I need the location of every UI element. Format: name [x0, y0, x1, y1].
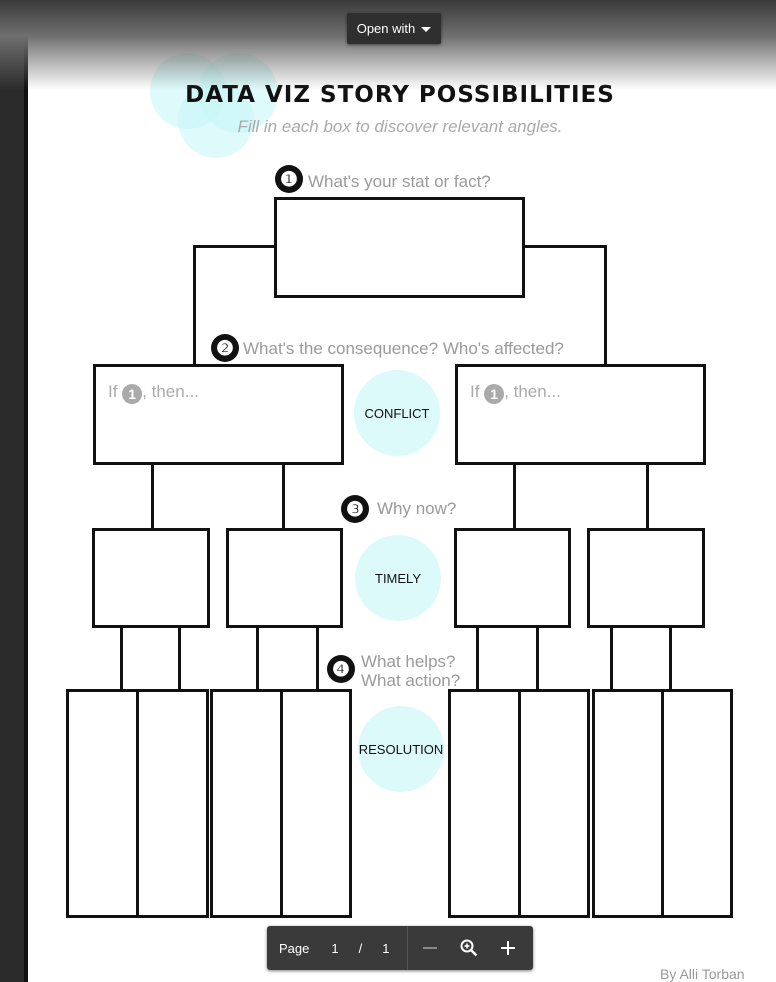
action-box[interactable]	[661, 689, 733, 918]
step-1-prompt: What's your stat or fact?	[308, 172, 491, 191]
action-box[interactable]	[280, 689, 352, 918]
timely-label: TIMELY	[355, 535, 441, 621]
connector	[610, 626, 613, 692]
minus-icon[interactable]	[422, 940, 438, 956]
then-text: , then...	[504, 382, 561, 401]
step-2-prompt: What's the consequence? Who's affected?	[243, 339, 564, 358]
connector	[316, 626, 319, 692]
number-1-icon: 1	[122, 384, 143, 404]
divider	[407, 926, 409, 970]
plus-icon[interactable]	[500, 940, 516, 956]
action-box[interactable]	[136, 689, 209, 918]
connector	[669, 626, 672, 692]
connector	[151, 463, 154, 529]
if-text: If	[470, 382, 480, 401]
total-pages: 1	[382, 940, 390, 956]
step-4-number: ❹	[327, 655, 355, 683]
step-4-prompt-line2: What action?	[361, 671, 461, 690]
why-now-box[interactable]	[226, 528, 343, 628]
current-page-input[interactable]: 1	[331, 940, 339, 956]
step-2-number: ❷	[211, 334, 239, 362]
connector	[178, 626, 181, 692]
action-box[interactable]	[518, 689, 590, 918]
step-4-prompt-line1: What helps?	[361, 652, 456, 671]
page-label: Page	[279, 940, 310, 956]
connector	[513, 463, 516, 529]
action-box[interactable]	[592, 689, 664, 918]
consequence-box-left[interactable]	[93, 364, 344, 465]
chevron-down-icon	[421, 27, 432, 32]
connector	[646, 463, 649, 529]
consequence-box-right[interactable]	[455, 364, 706, 465]
why-now-box[interactable]	[92, 528, 210, 628]
connector	[282, 463, 285, 529]
page-separator: /	[358, 940, 363, 956]
connector	[256, 626, 259, 692]
why-now-box[interactable]	[587, 528, 705, 628]
page-navigation-bar: Page 1 / 1	[267, 926, 533, 970]
if-then-right: If 1, then...	[470, 382, 561, 404]
step-3-number: ❸	[341, 495, 369, 523]
connector	[536, 626, 539, 692]
connector	[476, 626, 479, 692]
number-1-icon: 1	[484, 384, 505, 404]
connector	[120, 626, 123, 692]
action-box[interactable]	[66, 689, 139, 918]
conflict-label: CONFLICT	[354, 370, 440, 456]
connector	[193, 245, 196, 366]
connector	[193, 245, 276, 248]
worksheet-title: DATA VIZ STORY POSSIBILITIES	[185, 82, 615, 108]
open-with-button[interactable]: Open with	[347, 13, 441, 44]
stat-fact-box[interactable]	[274, 197, 525, 298]
then-text: , then...	[142, 382, 199, 401]
worksheet-subtitle: Fill in each box to discover relevant an…	[237, 117, 563, 136]
action-box[interactable]	[448, 689, 521, 918]
step-1-number: ❶	[275, 165, 303, 193]
connector	[604, 245, 607, 366]
if-then-left: If 1, then...	[108, 382, 199, 404]
open-with-label: Open with	[356, 21, 416, 36]
step-3-prompt: Why now?	[377, 499, 457, 518]
resolution-label: RESOLUTION	[358, 706, 444, 792]
author-credit: By Alli Torban	[660, 966, 745, 982]
decor-bubble	[178, 82, 254, 158]
if-text: If	[108, 382, 118, 401]
action-box[interactable]	[210, 689, 283, 918]
why-now-box[interactable]	[454, 528, 571, 628]
connector	[523, 245, 607, 248]
zoom-in-icon[interactable]	[460, 939, 478, 957]
